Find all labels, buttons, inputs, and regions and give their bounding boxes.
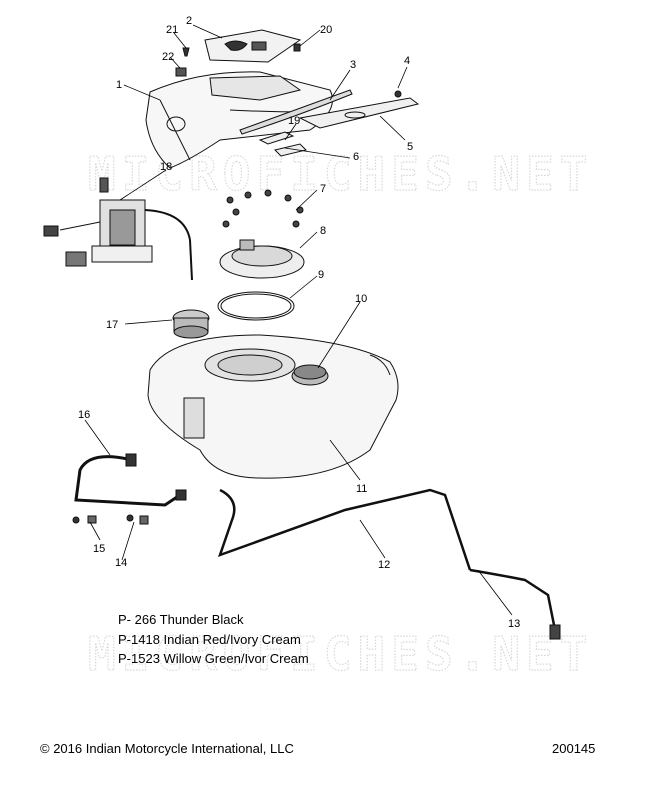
callout-12: 12 [378, 559, 390, 571]
callout-22: 22 [162, 51, 174, 63]
part-15-fittings [72, 515, 97, 524]
callout-9: 9 [318, 269, 324, 281]
callout-16: 16 [78, 409, 90, 421]
part-7-nuts [222, 189, 304, 228]
callout-5: 5 [407, 141, 413, 153]
color-code-indian-red: P-1418 Indian Red/Ivory Cream [118, 632, 301, 647]
color-code-willow-green: P-1523 Willow Green/Ivor Cream [118, 651, 309, 666]
callout-8: 8 [320, 225, 326, 237]
part-4-screw [394, 90, 402, 98]
part-19-bracket [258, 131, 307, 157]
part-13-vent-line [469, 568, 557, 631]
part-2-console-plate [204, 29, 302, 63]
callout-18: 18 [160, 161, 172, 173]
part-8-pump-flange [219, 239, 305, 279]
callout-17: 17 [106, 319, 118, 331]
part-11-fuel-tank [147, 334, 399, 479]
color-code-thunder-black: P- 266 Thunder Black [118, 612, 244, 627]
part-1-console [145, 71, 333, 169]
callouts: 1 2 3 4 5 6 7 8 9 10 11 12 13 14 15 16 1… [78, 15, 520, 630]
part-10-filler-cap [291, 364, 329, 386]
copyright-notice: © 2016 Indian Motorcycle International, … [40, 741, 294, 756]
callout-19: 19 [288, 115, 300, 127]
leader-lines [84, 24, 513, 616]
callout-20: 20 [320, 24, 332, 36]
part-5-bracket [298, 97, 420, 129]
part-20-screw [293, 43, 301, 52]
callout-15: 15 [93, 543, 105, 555]
callout-10: 10 [355, 293, 367, 305]
callout-21: 21 [166, 24, 178, 36]
watermark-bottom: MICROFICHES.NET [88, 627, 593, 681]
callout-11: 11 [356, 483, 367, 495]
callout-6: 6 [353, 151, 359, 163]
part-9-gasket [217, 291, 295, 321]
callout-14: 14 [115, 557, 127, 569]
callout-3: 3 [350, 59, 356, 71]
part-12-vent-line [217, 488, 472, 571]
callout-7: 7 [320, 183, 326, 195]
part-21-screw [182, 47, 190, 57]
part-3-trim-strip [239, 89, 353, 135]
callout-2: 2 [186, 15, 192, 27]
callout-1: 1 [116, 79, 122, 91]
part-18-fuel-pump [43, 177, 193, 281]
callout-4: 4 [404, 55, 410, 67]
part-14-fittings [126, 514, 149, 525]
diagram-number: 200145 [552, 741, 596, 756]
part-16-hose [74, 455, 181, 507]
callout-13: 13 [508, 618, 520, 630]
part-22-grommet [175, 67, 187, 77]
